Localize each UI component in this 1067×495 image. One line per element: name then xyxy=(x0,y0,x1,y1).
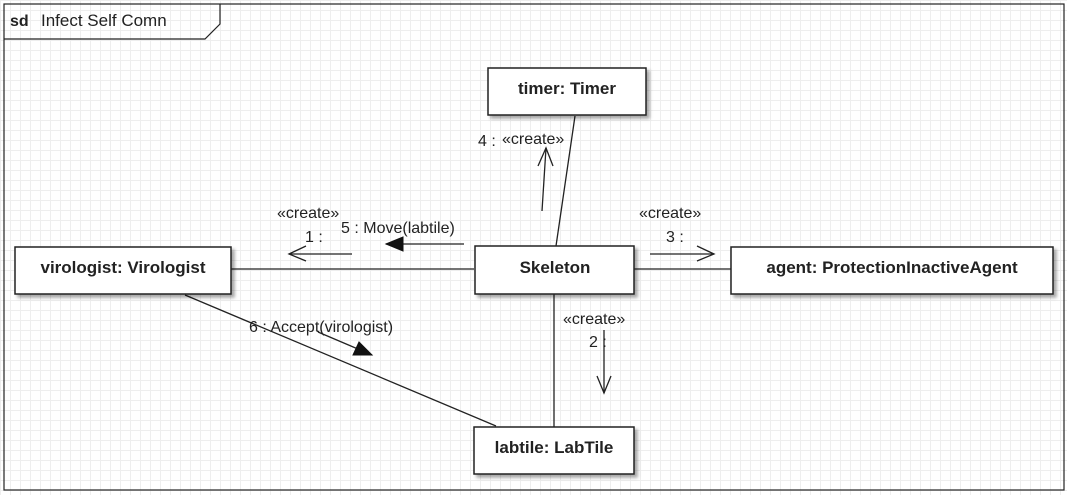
sd-frame xyxy=(3,3,1065,491)
message-3-number: 3 : xyxy=(666,229,684,246)
object-labtile[interactable]: labtile: LabTile xyxy=(473,426,635,475)
message-5-label: 5 : Move(labtile) xyxy=(341,220,455,237)
object-virologist-label: virologist: Virologist xyxy=(41,258,206,277)
message-arrow-4 xyxy=(537,146,554,212)
object-agent-label: agent: ProtectionInactiveAgent xyxy=(766,258,1018,277)
message-2-stereotype: «create» xyxy=(563,311,625,328)
message-4-stereotype: «create» xyxy=(502,131,564,148)
message-arrow-3 xyxy=(650,245,716,262)
frame-title-tab xyxy=(4,4,221,40)
link-skeleton-timer xyxy=(555,115,576,247)
frame-name: Infect Self Comn xyxy=(41,11,167,30)
message-arrow-6 xyxy=(317,331,374,356)
object-agent[interactable]: agent: ProtectionInactiveAgent xyxy=(730,246,1054,295)
link-virologist-labtile xyxy=(184,294,497,427)
object-skeleton-label: Skeleton xyxy=(520,258,591,277)
message-arrow-5 xyxy=(384,236,464,252)
message-1-number: 1 : xyxy=(305,229,323,246)
frame-keyword: sd xyxy=(10,13,29,30)
object-timer[interactable]: timer: Timer xyxy=(487,67,647,116)
message-1-stereotype: «create» xyxy=(277,205,339,222)
object-virologist[interactable]: virologist: Virologist xyxy=(14,246,232,295)
message-3-stereotype: «create» xyxy=(639,205,701,222)
object-skeleton[interactable]: Skeleton xyxy=(474,245,635,295)
message-arrow-2 xyxy=(596,330,612,395)
message-arrow-1 xyxy=(287,245,352,262)
message-2-number: 2 : xyxy=(589,334,607,351)
object-labtile-label: labtile: LabTile xyxy=(495,438,614,457)
object-timer-label: timer: Timer xyxy=(518,79,616,98)
message-6-label: 6 : Accept(virologist) xyxy=(249,319,393,336)
message-4-number: 4 : xyxy=(478,133,496,150)
